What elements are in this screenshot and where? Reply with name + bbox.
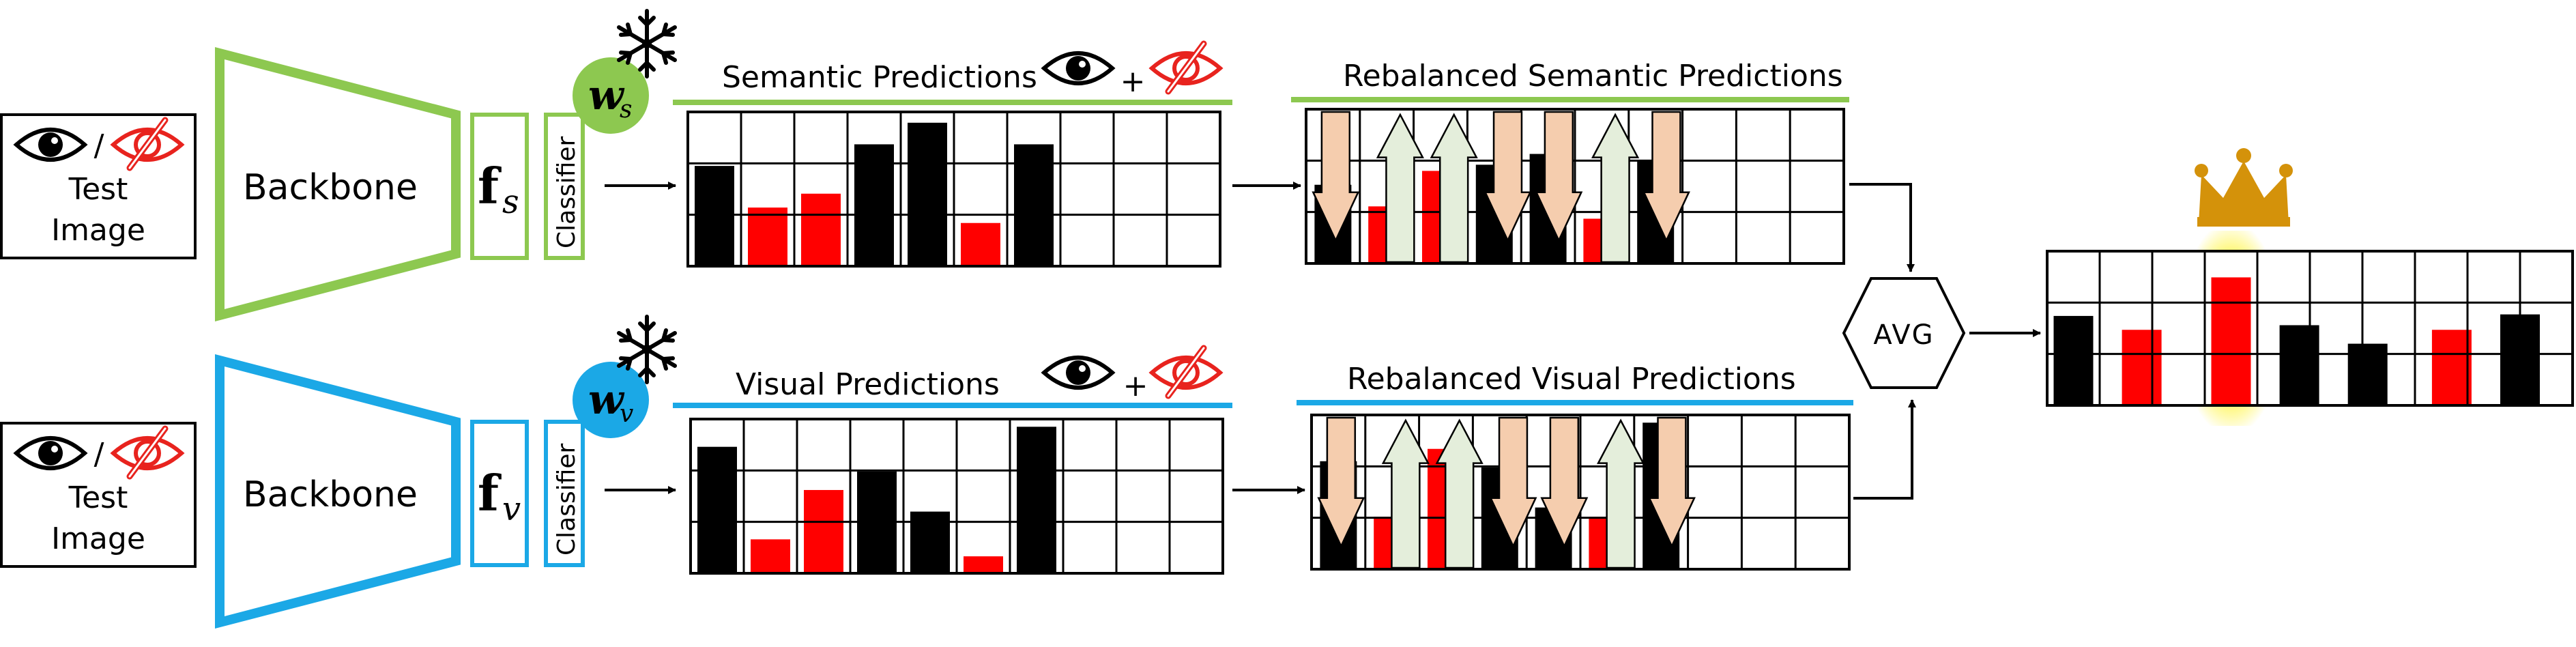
weight-subscript: s [620, 96, 632, 124]
arrow-semantic-to-avg [1849, 183, 1915, 272]
down-arrow-4 [1489, 416, 1537, 549]
semantic-predictions-title: Semantic Predictions [722, 60, 1037, 95]
bar-4 [2279, 325, 2319, 405]
bar-2 [2122, 330, 2162, 405]
classifier-label: Classifier [553, 136, 581, 248]
bar-3 [2211, 277, 2251, 405]
bar-6 [2431, 330, 2472, 405]
chart-border [686, 111, 1221, 268]
visual-predictions-chart [689, 418, 1224, 575]
up-arrow-3 [1435, 418, 1484, 569]
classifier-label: Classifier [553, 443, 581, 556]
bar-5 [910, 511, 950, 573]
visual-rebalanced-header: Rebalanced Visual Predictions [1297, 362, 1853, 405]
test-label: Test [68, 480, 128, 515]
visual-feature-box: f v [470, 420, 529, 567]
bar-2 [748, 207, 787, 266]
semantic-predictions-chart [686, 111, 1221, 268]
visual-weight-node: w v [573, 317, 675, 438]
bar-6 [964, 556, 1003, 573]
bar-2 [751, 539, 790, 573]
bar-7 [1014, 144, 1054, 266]
bar-1 [2053, 315, 2094, 405]
down-arrow-7 [1647, 416, 1696, 549]
semantic-rebalanced-title: Rebalanced Semantic Predictions [1343, 59, 1843, 94]
bar-3 [804, 489, 843, 573]
weight-symbol: w [588, 72, 625, 119]
down-arrow-5 [1535, 111, 1583, 243]
image-label: Image [51, 213, 145, 248]
bar-1 [697, 446, 737, 573]
weight-circle [573, 362, 649, 438]
semantic-test-image-box: / Test Image [0, 113, 197, 259]
down-arrow-1 [1317, 416, 1365, 549]
feature-subscript: v [502, 490, 521, 528]
feature-subscript: s [502, 183, 519, 221]
plus-sign: + [1123, 369, 1148, 403]
chart-border [1310, 414, 1851, 571]
weight-subscript: v [620, 400, 633, 428]
bar-7 [1017, 427, 1056, 573]
bar-5 [908, 122, 947, 266]
test-label: Test [68, 172, 128, 207]
bar-4 [854, 144, 894, 266]
up-arrow-2 [1381, 418, 1430, 569]
semantic-feature-box: f s [470, 113, 529, 260]
backbone-label: Backbone [243, 167, 418, 208]
plus-sign: + [1120, 64, 1146, 99]
image-label: Image [51, 521, 145, 556]
semantic-branch: / Test Image Backbone f s Classifier w s… [0, 11, 1915, 322]
eye-icon [1044, 53, 1112, 83]
down-arrow-4 [1484, 111, 1532, 243]
visual-predictions-title: Visual Predictions [736, 367, 1000, 402]
slashed-eye-icon [1152, 44, 1220, 91]
input-separator: / [94, 437, 104, 472]
down-arrow-1 [1312, 111, 1360, 243]
avg-label: AVG [1873, 319, 1934, 351]
visual-rebalanced-title: Rebalanced Visual Predictions [1347, 362, 1796, 397]
chart-border [689, 418, 1224, 575]
feature-symbol: f [478, 464, 502, 522]
semantic-classifier-box: Classifier [544, 113, 585, 260]
semantic-rebalanced-chart [1305, 108, 1845, 265]
chart-border [1305, 108, 1845, 265]
feature-symbol: f [478, 157, 502, 215]
final-output-chart [2046, 231, 2574, 426]
backbone-label: Backbone [243, 474, 418, 515]
semantic-rebalanced-header: Rebalanced Semantic Predictions [1291, 59, 1849, 102]
down-arrow-5 [1540, 416, 1589, 549]
crown-icon [2195, 148, 2293, 227]
bar-6 [961, 222, 1000, 266]
chart-border [2046, 250, 2574, 407]
bar-3 [801, 193, 841, 266]
visual-backbone: Backbone [215, 354, 461, 629]
up-arrow-6 [1591, 113, 1640, 263]
visual-branch: / Test Image Backbone f v Classifier w v… [0, 317, 1916, 629]
visual-predictions-header: Visual Predictions + [673, 348, 1232, 408]
visual-classifier-box: Classifier [544, 420, 585, 567]
slashed-eye-icon [1152, 348, 1220, 396]
up-arrow-6 [1597, 418, 1645, 569]
up-arrow-2 [1376, 113, 1424, 263]
visual-test-image-box: / Test Image [0, 422, 197, 568]
visual-rebalanced-chart [1310, 414, 1851, 571]
down-arrow-7 [1642, 111, 1690, 243]
bar-1 [695, 166, 734, 266]
input-separator: / [94, 128, 104, 163]
bar-5 [2347, 343, 2388, 405]
weight-circle [573, 57, 649, 134]
arrow-visual-to-avg [1853, 399, 1916, 500]
semantic-predictions-header: Semantic Predictions + [673, 44, 1232, 105]
eye-icon [1044, 358, 1112, 388]
avg-node: AVG [1842, 277, 1966, 389]
semantic-backbone: Backbone [215, 46, 461, 322]
weight-symbol: w [588, 376, 625, 424]
semantic-weight-node: w s [573, 11, 675, 134]
up-arrow-3 [1430, 113, 1478, 263]
